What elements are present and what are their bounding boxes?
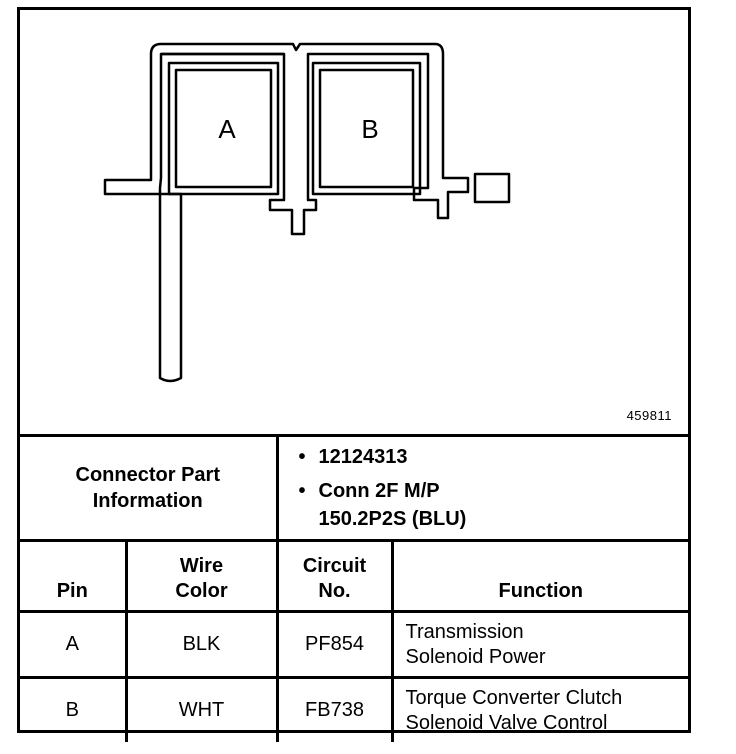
latch-tab	[473, 172, 511, 204]
part-info-row: Connector Part Information 12124313 Conn…	[20, 434, 689, 542]
header-pin: Pin	[20, 539, 128, 613]
cavity-a-label: A	[218, 114, 236, 144]
wire-color-cell: WHT	[124, 676, 279, 742]
pin-cell: B	[20, 676, 128, 742]
connector-drawing: A B	[103, 42, 511, 383]
cavity-b-frame	[311, 61, 422, 196]
header-function: Function	[390, 539, 688, 613]
figure-id: 459811	[626, 408, 672, 423]
part-number: 12124313	[299, 443, 689, 471]
part-info-list: 12124313 Conn 2F M/P 150.2P2S (BLU)	[275, 434, 689, 542]
wire-color-cell: BLK	[124, 610, 279, 679]
connector-diagram: A B 459811	[20, 10, 688, 434]
part-info-label: Connector Part Information	[20, 434, 279, 542]
cavity-b-label: B	[361, 114, 378, 144]
function-cell: Transmission Solenoid Power	[390, 610, 688, 679]
table-row: A BLK PF854 Transmission Solenoid Power	[20, 610, 688, 679]
function-cell: Torque Converter Clutch Solenoid Valve C…	[390, 676, 688, 742]
header-circuit: Circuit No.	[275, 539, 394, 613]
cavity-a-frame	[167, 61, 280, 196]
header-wire-color: Wire Color	[124, 539, 279, 613]
connector-sheet: A B 459811 Connector Part Information 12…	[17, 7, 691, 742]
circuit-cell: PF854	[275, 610, 394, 679]
connector-description: Conn 2F M/P 150.2P2S (BLU)	[299, 477, 689, 533]
circuit-cell: FB738	[275, 676, 394, 742]
table-header: Pin Wire Color Circuit No. Function	[20, 539, 688, 613]
table-row: B WHT FB738 Torque Converter Clutch Sole…	[20, 676, 688, 742]
connector-info-table: Connector Part Information 12124313 Conn…	[20, 434, 688, 742]
connector-housing-outline	[103, 42, 470, 383]
pin-cell: A	[20, 610, 128, 679]
